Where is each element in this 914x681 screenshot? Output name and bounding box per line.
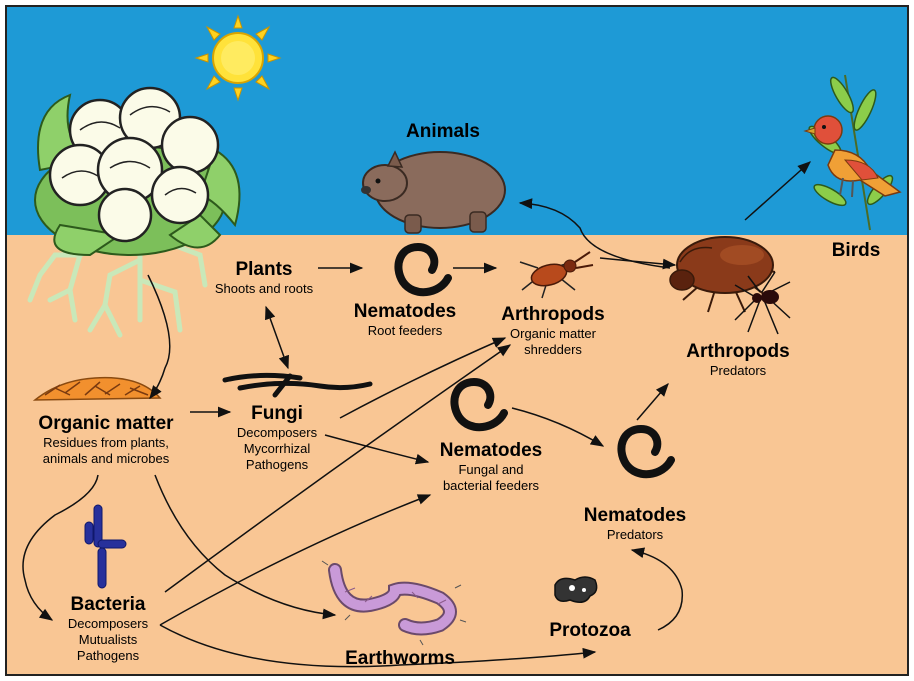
earthworms-title: Earthworms (325, 648, 475, 670)
plants-sub: Shoots and roots (184, 281, 344, 297)
organic-matter-sub-2: animals and microbes (12, 451, 200, 467)
protozoa-label: Protozoa (525, 620, 655, 642)
organic-matter-sub-1: Residues from plants, (12, 435, 200, 451)
nematodes-root-sub: Root feeders (335, 323, 475, 339)
nematodes-fb-label: Nematodes Fungal and bacterial feeders (416, 440, 566, 494)
nematodes-fb-title: Nematodes (416, 440, 566, 462)
bacteria-label: Bacteria Decomposers Mutualists Pathogen… (48, 594, 168, 664)
earthworms-label: Earthworms (325, 648, 475, 670)
nematodes-fb-sub-1: Fungal and (416, 462, 566, 478)
animals-title: Animals (368, 121, 518, 143)
animals-label: Animals (368, 121, 518, 143)
fungi-sub-2: Mycorrhizal (222, 441, 332, 457)
birds-title: Birds (786, 240, 914, 262)
bacteria-title: Bacteria (48, 594, 168, 616)
bacteria-sub-3: Pathogens (48, 648, 168, 664)
arthropods-predators-label: Arthropods Predators (658, 341, 818, 379)
plants-title: Plants (184, 259, 344, 281)
arthropods-shredders-label: Arthropods Organic matter shredders (473, 304, 633, 358)
arthropods-predators-title: Arthropods (658, 341, 818, 363)
nematodes-pred-title: Nematodes (565, 505, 705, 527)
fungi-sub-3: Pathogens (222, 457, 332, 473)
fungi-title: Fungi (222, 403, 332, 425)
nematodes-root-label: Nematodes Root feeders (335, 301, 475, 339)
birds-label: Birds (786, 240, 914, 262)
arthropods-shredders-title: Arthropods (473, 304, 633, 326)
bacteria-sub-2: Mutualists (48, 632, 168, 648)
organic-matter-title: Organic matter (12, 413, 200, 435)
fungi-label: Fungi Decomposers Mycorrhizal Pathogens (222, 403, 332, 473)
arthropods-predators-sub: Predators (658, 363, 818, 379)
plants-label: Plants Shoots and roots (184, 259, 344, 297)
protozoa-title: Protozoa (525, 620, 655, 642)
arthropods-shredders-sub-2: shredders (473, 342, 633, 358)
fungi-sub-1: Decomposers (222, 425, 332, 441)
nematodes-root-title: Nematodes (335, 301, 475, 323)
organic-matter-label: Organic matter Residues from plants, ani… (12, 413, 200, 467)
nematodes-pred-label: Nematodes Predators (565, 505, 705, 543)
nematodes-fb-sub-2: bacterial feeders (416, 478, 566, 494)
arthropods-shredders-sub-1: Organic matter (473, 326, 633, 342)
bacteria-sub-1: Decomposers (48, 616, 168, 632)
nematodes-pred-sub: Predators (565, 527, 705, 543)
